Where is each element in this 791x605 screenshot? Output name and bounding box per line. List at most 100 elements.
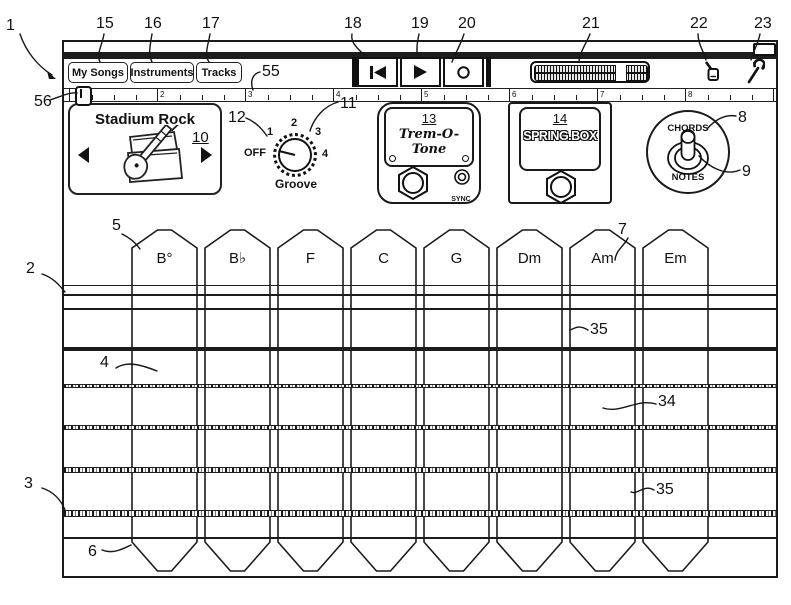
ref-13: 13 bbox=[421, 111, 437, 126]
transport-left-edge bbox=[352, 57, 357, 87]
ref-2: 2 bbox=[26, 260, 35, 277]
record-icon bbox=[457, 65, 470, 79]
ruler-cell[interactable]: 8 bbox=[685, 89, 774, 101]
tremolo-pedal: 13 Trem-O-Tone SYNC bbox=[377, 102, 481, 204]
ruler-end-boundary bbox=[773, 89, 775, 101]
sync-light bbox=[454, 169, 470, 185]
groove-knob-label: Groove bbox=[274, 177, 317, 191]
groove-knob-knurl bbox=[273, 133, 317, 177]
play-icon bbox=[414, 65, 427, 79]
ruler-tick bbox=[642, 95, 644, 100]
ref-3: 3 bbox=[24, 475, 33, 492]
spring-pedal: 14 SPRING.BOX bbox=[508, 102, 612, 204]
ref-17: 17 bbox=[202, 15, 220, 32]
chord-strip-6[interactable] bbox=[569, 229, 636, 572]
ruler-cell[interactable]: 6 bbox=[509, 89, 598, 101]
string-5[interactable] bbox=[64, 467, 776, 473]
ref-5: 5 bbox=[112, 217, 121, 234]
spring-pedal-plate: 14 SPRING.BOX bbox=[519, 107, 601, 171]
string-1[interactable] bbox=[64, 308, 776, 310]
input-source-button[interactable] bbox=[704, 60, 721, 89]
rewind-icon bbox=[369, 65, 386, 79]
ruler-cell[interactable]: 7 bbox=[597, 89, 686, 101]
ruler-cell[interactable]: 4 bbox=[333, 89, 422, 101]
ref-35-upper: 35 bbox=[590, 321, 608, 338]
chord-strip-label: B♭ bbox=[229, 250, 246, 267]
string-2[interactable] bbox=[64, 347, 776, 351]
groove-knob[interactable] bbox=[278, 138, 312, 172]
chord-strip-4[interactable] bbox=[423, 229, 490, 572]
ruler-cell[interactable]: 2 bbox=[157, 89, 246, 101]
my-songs-label: My Songs bbox=[72, 66, 124, 79]
ruler-tick bbox=[312, 95, 314, 100]
string-3[interactable] bbox=[64, 384, 776, 388]
battery-icon bbox=[753, 43, 776, 56]
string-4[interactable] bbox=[64, 425, 776, 430]
ruler-tick bbox=[488, 95, 490, 100]
instrument-name: Stadium Rock bbox=[94, 111, 196, 128]
toggle-lever[interactable] bbox=[662, 128, 714, 180]
ruler-cell[interactable]: 5 bbox=[421, 89, 510, 101]
ref-8: 8 bbox=[738, 109, 747, 126]
ruler-tick bbox=[378, 95, 380, 100]
spring-footswitch[interactable] bbox=[543, 170, 579, 204]
level-display-hatch bbox=[534, 65, 648, 81]
jack-plug-icon bbox=[704, 61, 719, 81]
tremolo-footswitch[interactable] bbox=[395, 166, 431, 200]
ruler-tick bbox=[400, 95, 402, 100]
knob-position-2: 2 bbox=[291, 117, 298, 129]
tracks-button[interactable]: Tracks bbox=[196, 62, 242, 83]
playhead-marker[interactable] bbox=[75, 86, 92, 106]
ref-16: 16 bbox=[144, 15, 162, 32]
status-strip bbox=[64, 42, 776, 52]
settings-button[interactable] bbox=[745, 58, 766, 89]
guitar-amp-icon bbox=[123, 125, 183, 183]
knob-position-4: 4 bbox=[322, 148, 329, 160]
ruler-tick bbox=[224, 95, 226, 100]
ruler-tick bbox=[620, 95, 622, 100]
transport-controls bbox=[352, 57, 491, 87]
ref-4: 4 bbox=[100, 354, 109, 371]
ruler-tick bbox=[466, 95, 468, 100]
chord-strip-5[interactable] bbox=[496, 229, 563, 572]
ref-20: 20 bbox=[458, 15, 476, 32]
ruler-bar-number: 4 bbox=[336, 90, 341, 99]
chord-strip-3[interactable] bbox=[350, 229, 417, 572]
chord-strip-7[interactable] bbox=[642, 229, 709, 572]
chord-strip-1[interactable] bbox=[204, 229, 271, 572]
level-display-notch bbox=[614, 65, 627, 81]
chord-strip-label: Am bbox=[591, 250, 614, 267]
right-arrow-icon[interactable] bbox=[201, 147, 212, 163]
instruments-button[interactable]: Instruments bbox=[130, 62, 194, 83]
level-display bbox=[530, 61, 650, 83]
ruler-tick bbox=[136, 95, 138, 100]
ref-12: 12 bbox=[228, 109, 246, 126]
play-button[interactable] bbox=[400, 57, 441, 87]
ref-21: 21 bbox=[582, 15, 600, 32]
spring-pedal-name: SPRING.BOX bbox=[523, 129, 597, 143]
region-divider-line-upper bbox=[64, 285, 776, 286]
ref-18: 18 bbox=[344, 15, 362, 32]
ref-23: 23 bbox=[754, 15, 772, 32]
knob-position-off: OFF bbox=[244, 147, 266, 159]
ref-9: 9 bbox=[742, 163, 751, 180]
ruler-cell[interactable]: 3 bbox=[245, 89, 334, 101]
ref-6: 6 bbox=[88, 543, 97, 560]
chord-strip-label: Dm bbox=[518, 250, 541, 267]
ruler-tick bbox=[92, 95, 94, 100]
ref-34: 34 bbox=[658, 393, 676, 410]
rewind-button[interactable] bbox=[357, 57, 398, 87]
instrument-selector-card[interactable]: Stadium Rock 10 bbox=[68, 103, 222, 195]
chord-strip-0[interactable] bbox=[131, 229, 198, 572]
ref-15: 15 bbox=[96, 15, 114, 32]
screw-icon bbox=[389, 155, 396, 162]
notes-label: NOTES bbox=[671, 172, 705, 183]
string-6[interactable] bbox=[64, 510, 776, 517]
chord-strip-2[interactable] bbox=[277, 229, 344, 572]
left-arrow-icon[interactable] bbox=[78, 147, 89, 163]
region-divider-line-lower bbox=[64, 294, 776, 296]
wrench-icon bbox=[747, 58, 766, 84]
ruler-tick bbox=[708, 95, 710, 100]
